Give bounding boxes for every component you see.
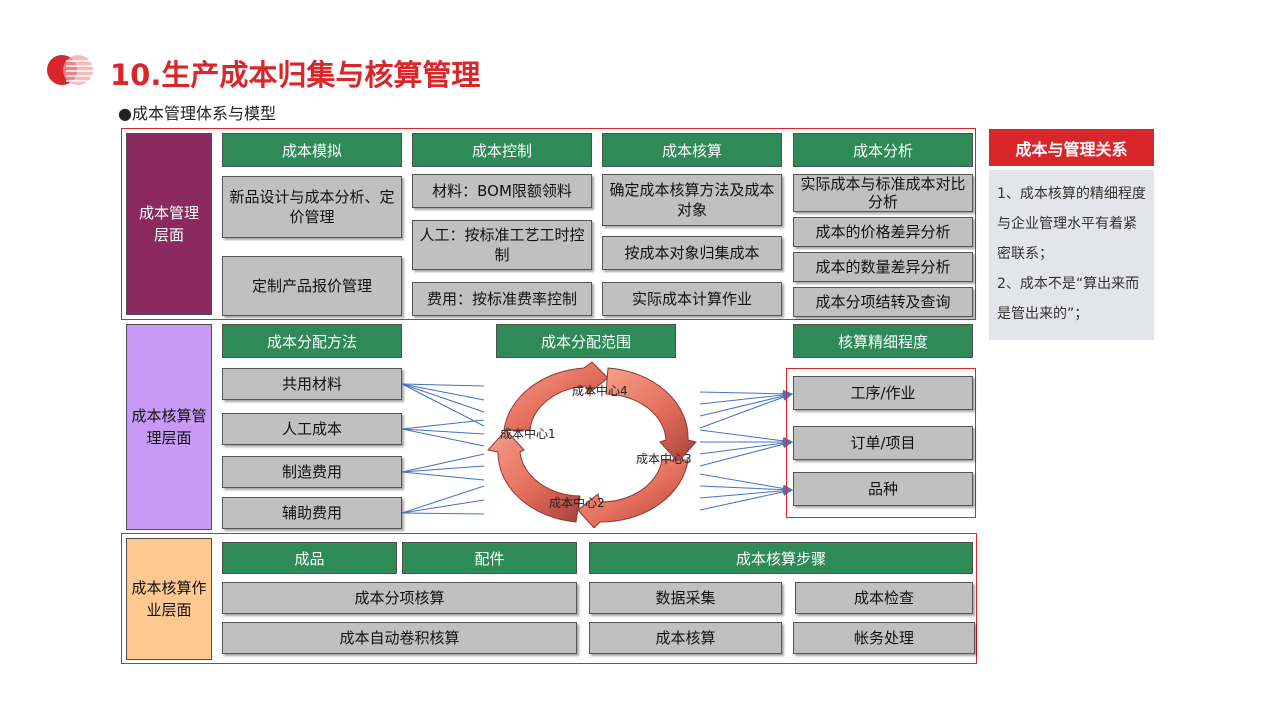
granularity-item: 订单/项目 [793,426,973,460]
cost-center-3: 成本中心3 [636,452,692,466]
product-header: 成品 [222,542,397,574]
accounting-header: 成本核算 [602,133,782,167]
analysis-item: 成本的价格差异分析 [793,217,973,247]
accounting-item: 实际成本计算作业 [602,282,782,316]
accounting-item: 按成本对象归集成本 [602,236,782,270]
section-subtitle: ●成本管理体系与模型 [118,104,276,123]
relation-point: 1、成本核算的精细程度与企业管理水平有着紧密联系； [997,186,1146,262]
method-header: 成本分配方法 [222,324,402,358]
simulate-item: 新品设计与成本分析、定价管理 [222,176,402,238]
simulate-item: 定制产品报价管理 [222,256,402,316]
page-title: 10.生产成本归集与核算管理 [110,58,481,92]
accounting-layer-label: 成本核算管理层面 [126,324,212,530]
operation-item: 成本分项核算 [222,582,577,614]
control-header: 成本控制 [412,133,592,167]
analysis-item: 成本的数量差异分析 [793,252,973,282]
cost-center-cycle [484,360,700,529]
step-item: 成本核算 [589,622,782,654]
scope-header: 成本分配范围 [496,324,676,358]
control-item: 人工：按标准工艺工时控制 [412,220,592,270]
granularity-frame [786,368,976,518]
method-item: 辅助费用 [222,497,402,529]
part-header: 配件 [402,542,577,574]
steps-header: 成本核算步骤 [589,542,973,574]
accounting-item: 确定成本核算方法及成本对象 [602,174,782,226]
analysis-item: 成本分项结转及查询 [793,287,973,317]
control-item: 费用：按标准费率控制 [412,282,592,316]
operation-layer-label: 成本核算作业层面 [126,538,212,660]
simulate-header: 成本模拟 [222,133,402,167]
management-layer-label: 成本管理层面 [126,133,212,315]
step-item: 数据采集 [589,582,782,614]
analysis-header: 成本分析 [793,133,973,167]
method-item: 共用材料 [222,368,402,400]
step-item: 帐务处理 [793,622,975,654]
step-item: 成本检查 [795,582,973,614]
relation-body: 1、成本核算的精细程度与企业管理水平有着紧密联系； 2、成本不是“算出来而是管出… [989,170,1154,340]
method-item: 制造费用 [222,456,402,488]
granularity-header: 核算精细程度 [793,324,973,358]
granularity-item: 品种 [793,472,973,506]
granularity-item: 工序/作业 [793,376,973,410]
relation-title: 成本与管理关系 [989,129,1154,166]
cost-center-1: 成本中心1 [500,427,556,441]
control-item: 材料：BOM限额领料 [412,174,592,208]
cost-center-2: 成本中心2 [549,496,605,510]
management-frame [121,128,976,320]
operation-frame [121,533,977,664]
logo-icon [46,54,96,86]
method-item: 人工成本 [222,413,402,445]
cost-center-4: 成本中心4 [572,384,628,398]
relation-point: 2、成本不是“算出来而是管出来的”； [997,276,1140,322]
operation-item: 成本自动卷积核算 [222,622,577,654]
analysis-item: 实际成本与标准成本对比分析 [793,174,973,212]
